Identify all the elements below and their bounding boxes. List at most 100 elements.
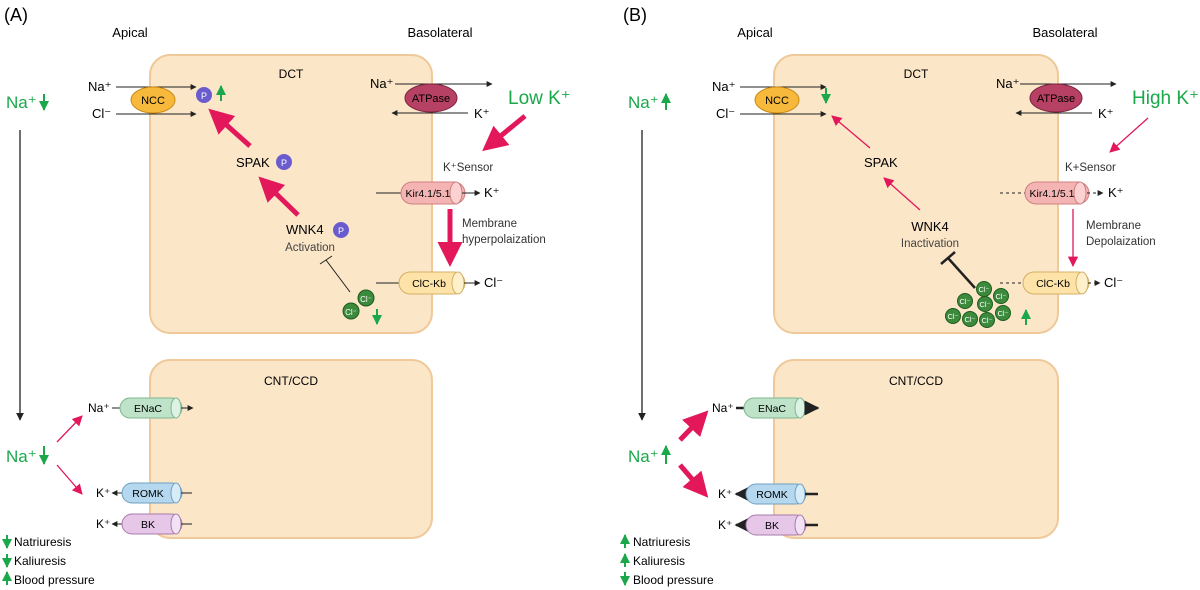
- dct-label: DCT: [279, 67, 304, 81]
- membrane-label: Membrane: [462, 218, 517, 230]
- bk-channel-end: [794, 514, 806, 536]
- atpase-pump: [1029, 83, 1083, 113]
- panel-a: (A) Apical Basolateral DCT CNT/CCD Na⁺ N…: [1, 5, 571, 587]
- cnt-na-label: Na⁺: [6, 447, 37, 466]
- cl-ion-label: Cl⁻: [959, 297, 970, 306]
- apical-label: Apical: [112, 25, 148, 40]
- k-sensor-label: K+Sensor: [1065, 162, 1116, 174]
- cl-ion-label: Cl⁻: [995, 292, 1006, 301]
- na-baso-label: Na⁺: [996, 76, 1019, 91]
- cl-ion: [979, 312, 995, 328]
- romk-label: ROMK: [132, 488, 164, 500]
- outcome-natriuresis: Natriuresis: [14, 535, 71, 549]
- cnt-label: CNT/CCD: [264, 374, 318, 388]
- wnk4-to-spak-arrow: [883, 177, 921, 211]
- clc-channel-end: [451, 271, 465, 295]
- dct-cell: [149, 54, 433, 334]
- atpase-pump: [404, 83, 458, 113]
- phospho-icon: [276, 154, 292, 170]
- plasma-na-label: Na⁺: [628, 93, 659, 112]
- cl-ion: [342, 302, 360, 320]
- na-baso-label: Na⁺: [370, 76, 393, 91]
- ncc-label: NCC: [141, 95, 165, 107]
- phospho-icon: [196, 87, 212, 103]
- clc-label: ClC-Kb: [1036, 278, 1070, 290]
- cl-ion-label: Cl⁻: [979, 300, 990, 309]
- atpase-label: ATPase: [1037, 93, 1075, 105]
- membrane-effect-label: hyperpolaization: [462, 234, 546, 246]
- cnt-cell: [773, 359, 1059, 539]
- inhibition-line: [947, 257, 976, 289]
- romk-channel-end: [794, 483, 806, 505]
- k-stimulus-label: Low K⁺: [508, 88, 571, 109]
- cl-ion-label: Cl⁻: [964, 315, 975, 324]
- to-romk-arrow: [678, 463, 709, 498]
- cnt-label: CNT/CCD: [889, 374, 943, 388]
- cl-out-label: Cl⁻: [1104, 275, 1123, 290]
- clc-channel-end: [1075, 271, 1089, 295]
- na-label: Na⁺: [712, 79, 735, 94]
- k-baso-label: K⁺: [474, 106, 490, 121]
- na-label: Na⁺: [88, 79, 111, 94]
- inhibition-line: [325, 259, 351, 293]
- kir-label: Kir4.1/5.1: [1030, 188, 1075, 200]
- ncc-label: NCC: [765, 95, 789, 107]
- k-baso-label: K⁺: [1098, 106, 1114, 121]
- kir-channel-end: [1073, 181, 1087, 205]
- k-romk-label: K⁺: [96, 486, 110, 500]
- cl-ion: [357, 289, 375, 307]
- phospho-label: P: [201, 91, 207, 101]
- plasma-na-label: Na⁺: [6, 93, 37, 112]
- romk-label: ROMK: [756, 489, 788, 501]
- spak-to-ncc-arrow: [208, 108, 252, 148]
- k-stimulus-label: High K⁺: [1132, 88, 1199, 109]
- membrane-effect-label: Depolaization: [1086, 236, 1156, 248]
- spak-label: SPAK: [864, 155, 898, 170]
- cl-ion: [962, 311, 978, 327]
- to-enac-arrow: [678, 410, 709, 442]
- spak-to-ncc-arrow: [831, 115, 871, 149]
- wnk4-to-spak-arrow: [258, 176, 300, 217]
- atpase-label: ATPase: [412, 93, 450, 105]
- na-enac-label: Na⁺: [88, 401, 110, 415]
- cl-out-label: Cl⁻: [484, 275, 503, 290]
- kir-label: Kir4.1/5.1: [406, 188, 451, 200]
- wnk4-label: WNK4: [286, 222, 324, 237]
- bk-label: BK: [765, 520, 779, 532]
- bk-label: BK: [141, 519, 155, 531]
- cl-cluster: Cl⁻ Cl⁻ Cl⁻ Cl⁻ Cl⁻ Cl⁻ Cl⁻ Cl⁻: [945, 281, 1011, 328]
- wnk4-state-label: Activation: [285, 242, 335, 254]
- apical-label: Apical: [737, 25, 773, 40]
- outcome-blood-pressure: Blood pressure: [633, 573, 714, 587]
- panel-label: (B): [623, 5, 647, 25]
- outcome-kaliuresis: Kaliuresis: [633, 554, 685, 568]
- cl-ion: [945, 308, 961, 324]
- k-stimulus-arrow: [482, 114, 527, 152]
- cl-ion-label: Cl⁻: [978, 285, 989, 294]
- wnk4-label: WNK4: [911, 219, 949, 234]
- ncc-transporter: [130, 86, 176, 114]
- cl-ion-label: Cl⁻: [981, 316, 992, 325]
- spak-label: SPAK: [236, 155, 270, 170]
- panel-label: (A): [4, 5, 28, 25]
- panel-b: (B) Apical Basolateral DCT CNT/CCD Na⁺ N…: [620, 5, 1199, 587]
- basolateral-label: Basolateral: [407, 25, 472, 40]
- k-out-label: K⁺: [484, 185, 500, 200]
- inhibition-bar: [319, 255, 333, 265]
- k-out-label: K⁺: [1108, 185, 1124, 200]
- clc-label: ClC-Kb: [412, 278, 446, 290]
- cl-label: Cl⁻: [92, 106, 111, 121]
- cl-ion-label: Cl⁻: [360, 295, 372, 304]
- dct-cell: [773, 54, 1059, 334]
- bk-channel-end: [170, 513, 182, 535]
- cl-ion: [995, 305, 1011, 321]
- k-stimulus-arrow: [1109, 117, 1149, 153]
- outcome-kaliuresis: Kaliuresis: [14, 554, 66, 568]
- k-bk-label: K⁺: [96, 517, 110, 531]
- cl-ion: [993, 288, 1009, 304]
- membrane-label: Membrane: [1086, 220, 1141, 232]
- basolateral-label: Basolateral: [1032, 25, 1097, 40]
- cl-ion-label: Cl⁻: [947, 312, 958, 321]
- outcome-natriuresis: Natriuresis: [633, 535, 690, 549]
